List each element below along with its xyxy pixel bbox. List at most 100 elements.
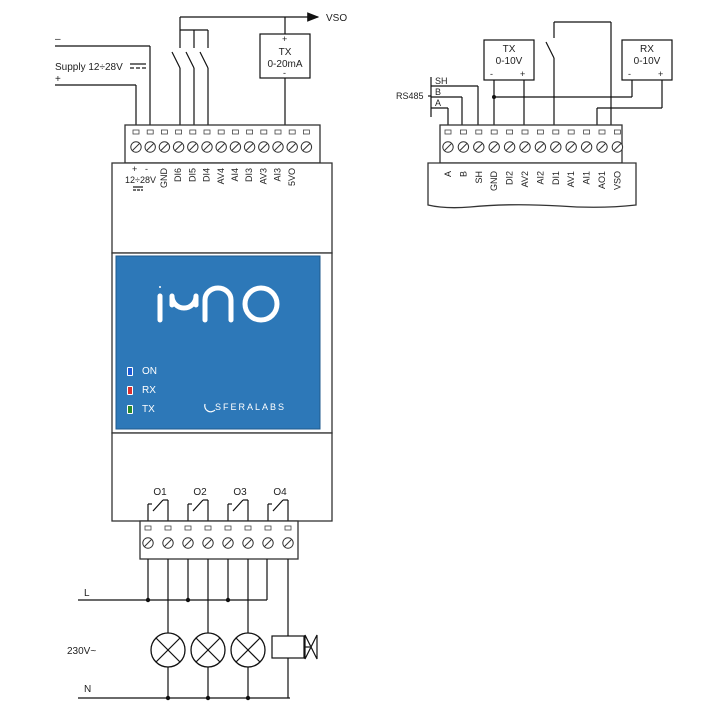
- tx-current-minus: -: [283, 68, 286, 78]
- terminal-screw: [144, 129, 156, 153]
- terminal-screw: [258, 129, 270, 153]
- dc-symbol-small: [133, 186, 143, 191]
- sferalabs-icon: [204, 403, 216, 413]
- terminal-screw: [611, 129, 624, 153]
- rx-voltage-range: 0-10V: [634, 56, 661, 67]
- rs485-label: RS485: [396, 91, 424, 101]
- secondary-body: [427, 162, 637, 209]
- terminal-screw: [534, 129, 547, 153]
- terminal-label: AI4: [230, 168, 240, 182]
- secondary-terminal-label: GND: [489, 171, 499, 192]
- bus-a-label: A: [435, 98, 441, 108]
- secondary-terminal-label: AO1: [597, 171, 607, 189]
- power-minus-label: -: [145, 164, 148, 174]
- secondary-terminal-label: AV2: [520, 171, 530, 187]
- terminal-screw: [229, 129, 242, 153]
- terminal-screw: [519, 129, 531, 153]
- secondary-terminal-label: B: [458, 171, 468, 177]
- terminal-screw: [550, 129, 562, 153]
- power-range-label: 12÷28V: [125, 175, 156, 185]
- led-rx-label: RX: [142, 385, 156, 396]
- led-tx-label: TX: [142, 404, 155, 415]
- terminal-screw: [488, 129, 500, 153]
- top-terminal-screws: [130, 129, 313, 153]
- led-on: [128, 368, 132, 375]
- secondary-terminal-label: DI1: [551, 171, 561, 185]
- lamp-1: [150, 628, 186, 698]
- terminal-screw: [282, 525, 294, 549]
- solenoid-valve: [271, 634, 318, 698]
- relay-label: O3: [233, 487, 247, 498]
- rx-voltage-title: RX: [640, 44, 654, 55]
- terminal-screw: [187, 129, 199, 153]
- terminal-screw: [222, 525, 234, 549]
- bottom-terminal-screws: [142, 525, 294, 549]
- terminal-screw: [442, 129, 454, 153]
- terminal-screw: [457, 129, 470, 153]
- secondary-terminal-screws: [442, 129, 624, 153]
- terminal-screw: [202, 525, 214, 549]
- rx-voltage-box: [621, 39, 673, 81]
- terminal-screw: [158, 129, 171, 153]
- secondary-terminal-block: [439, 124, 623, 164]
- secondary-terminal-label: AI1: [582, 171, 592, 185]
- terminal-screw: [182, 525, 194, 549]
- secondary-device: TX 0-10V - + RX 0-10V - + RS485 SH B A: [396, 21, 673, 209]
- lamp-2: [190, 628, 226, 698]
- load-wiring: L 230V~ N: [67, 559, 318, 701]
- maker-text: SFERALABS: [215, 402, 286, 412]
- bus-sh-label: SH: [435, 76, 448, 86]
- terminal-screw: [473, 129, 485, 153]
- terminal-label: 5VO: [287, 168, 297, 186]
- rx-voltage-minus: -: [628, 69, 631, 79]
- led-rx: [128, 387, 132, 394]
- secondary-terminal-label: AI2: [535, 171, 545, 185]
- terminal-label: AI3: [273, 168, 283, 182]
- secondary-terminal-label: VSO: [612, 171, 622, 190]
- terminal-screw: [243, 129, 256, 153]
- terminal-screw: [242, 525, 254, 549]
- tx-current-range: 0-20mA: [267, 59, 302, 70]
- iono-logo: iono: [157, 285, 280, 323]
- terminal-screw: [286, 129, 298, 153]
- tx-voltage-range: 0-10V: [496, 56, 523, 67]
- upper-body: [111, 162, 333, 254]
- voltage-label: 230V~: [67, 646, 96, 657]
- terminal-screw: [262, 525, 274, 549]
- relay-output: O3: [227, 487, 249, 521]
- bus-b-label: B: [435, 87, 441, 97]
- terminal-label: DI6: [173, 168, 183, 182]
- tx-current-plus: +: [282, 34, 287, 44]
- relay-label: O1: [153, 487, 167, 498]
- sferalabs-logo: SFERALABS: [204, 402, 286, 413]
- terminal-screw: [162, 525, 174, 549]
- supply-minus-label: –: [55, 34, 61, 45]
- relay-output: O1: [147, 487, 169, 521]
- tx-voltage-title: TX: [503, 44, 516, 55]
- supply-plus-label: +: [55, 74, 61, 85]
- secondary-terminal-label: SH: [474, 171, 484, 184]
- terminal-screw: [142, 525, 154, 549]
- tx-voltage-plus: +: [520, 69, 525, 79]
- terminal-screw: [580, 129, 593, 153]
- switch-di5: [185, 51, 195, 69]
- line-label: L: [84, 588, 90, 599]
- tx-current-box: [259, 33, 311, 79]
- terminal-screw: [503, 129, 516, 153]
- switch-di6: [171, 51, 181, 69]
- neutral-label: N: [84, 684, 91, 695]
- tx-current-title: TX: [279, 47, 292, 58]
- relay-output: O4: [267, 487, 289, 521]
- terminal-screw: [130, 129, 142, 153]
- terminal-screw: [272, 129, 284, 153]
- terminal-screw: [300, 129, 313, 153]
- dc-symbol: [130, 63, 146, 69]
- lower-body: [111, 432, 333, 522]
- rx-voltage-plus: +: [658, 69, 663, 79]
- terminal-screw: [215, 129, 227, 153]
- terminal-screw: [201, 129, 213, 153]
- terminal-label: DI4: [202, 168, 212, 182]
